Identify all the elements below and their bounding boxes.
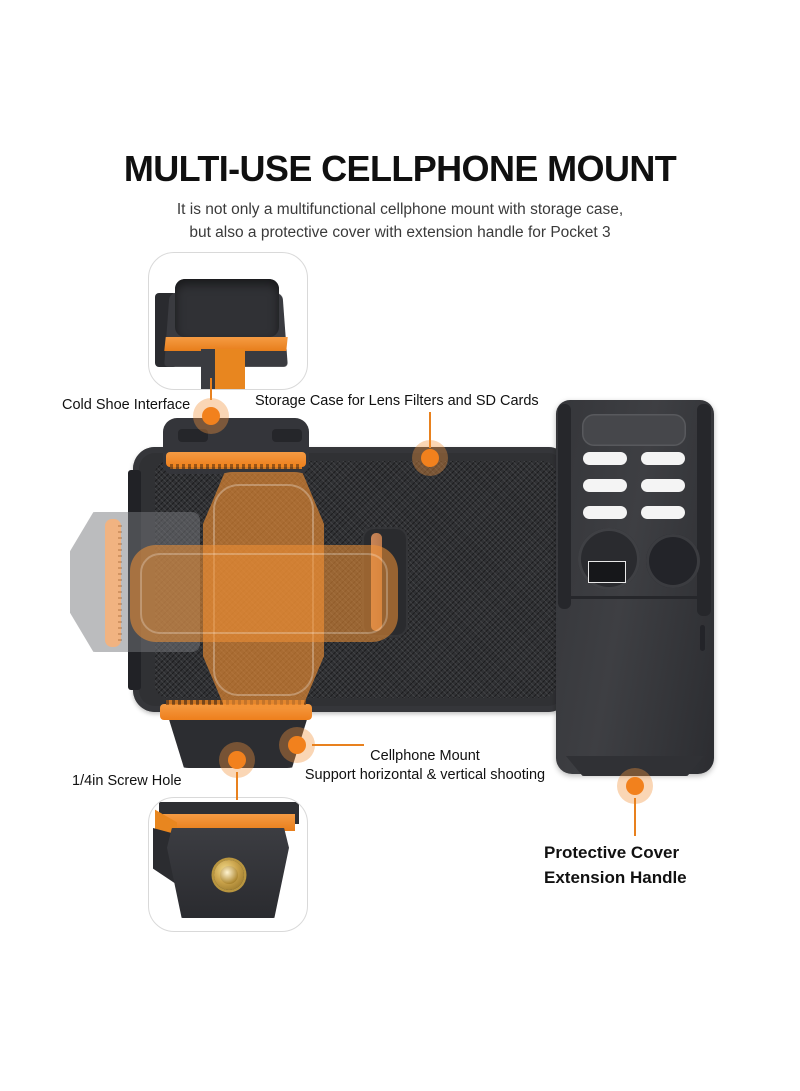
page-title: MULTI-USE CELLPHONE MOUNT [123,148,677,189]
cover-vent-grille [583,452,685,520]
label-storage-case: Storage Case for Lens Filters and SD Car… [255,393,539,409]
label-protective-cover: Protective Cover Extension Handle [544,840,687,890]
vent-slot [641,479,685,492]
subtitle-line-1: It is not only a multifunctional cellpho… [176,201,624,218]
vent-slot [583,479,627,492]
ghost-clamp-grip-teeth [118,525,122,641]
label-cold-shoe-interface: Cold Shoe Interface [62,397,191,413]
callout-dot-storage-case [412,440,448,476]
cold-shoe-slot-right [272,429,302,442]
cover-top-window [582,414,686,446]
cover-lens-cutout-right [646,534,700,588]
label-protective-cover-line-2: Extension Handle [544,868,687,887]
mount-bottom-grip-bar [160,704,312,720]
label-protective-cover-line-1: Protective Cover [544,843,680,862]
inset-screw-hole [148,797,308,932]
cover-seam-line [560,596,710,599]
vent-slot [641,506,685,519]
label-cellphone-mount-desc: Support horizontal & vertical shooting [304,767,546,783]
vent-slot [583,452,627,465]
cover-rail-right [697,404,711,616]
mount-top-grip-bar [166,452,306,467]
callout-line-cellphone-mount [312,744,364,746]
callout-line-cold-shoe [210,378,212,400]
ghost-clamp-grip-pad [105,519,121,647]
inset-cold-shoe [148,252,308,390]
page-subtitle: It is not only a multifunctional cellpho… [100,198,700,244]
protective-cover-handle [556,400,714,774]
cover-rail-left [558,404,571,609]
screw-hole-thread [220,866,238,884]
vent-slot [583,506,627,519]
callout-line-screw-hole [236,772,238,800]
label-screw-hole: 1/4in Screw Hole [72,773,182,789]
cold-shoe-stem-shadow [201,349,215,389]
callout-line-protective-cover [634,798,636,836]
callout-dot-cellphone-mount [279,727,315,763]
mount-top-grip-teeth [170,464,302,469]
callout-line-storage-case [429,412,431,448]
label-cellphone-mount: Cellphone Mount Support horizontal & ver… [287,747,563,785]
cover-screen-cutout [588,561,626,583]
cold-shoe-slot-left [178,429,208,442]
phone-overlay-horizontal [130,545,398,642]
vent-slot [641,452,685,465]
cover-side-button [700,625,705,651]
screw-inset-orange-bar [163,814,295,831]
label-cellphone-mount-title: Cellphone Mount [370,748,480,764]
phone-overlay-horizontal-inner [140,553,388,634]
callout-dot-cold-shoe [193,398,229,434]
cover-bottom-foot [566,756,704,776]
subtitle-line-2: but also a protective cover with extensi… [189,224,611,241]
cold-shoe-channel [175,279,279,337]
